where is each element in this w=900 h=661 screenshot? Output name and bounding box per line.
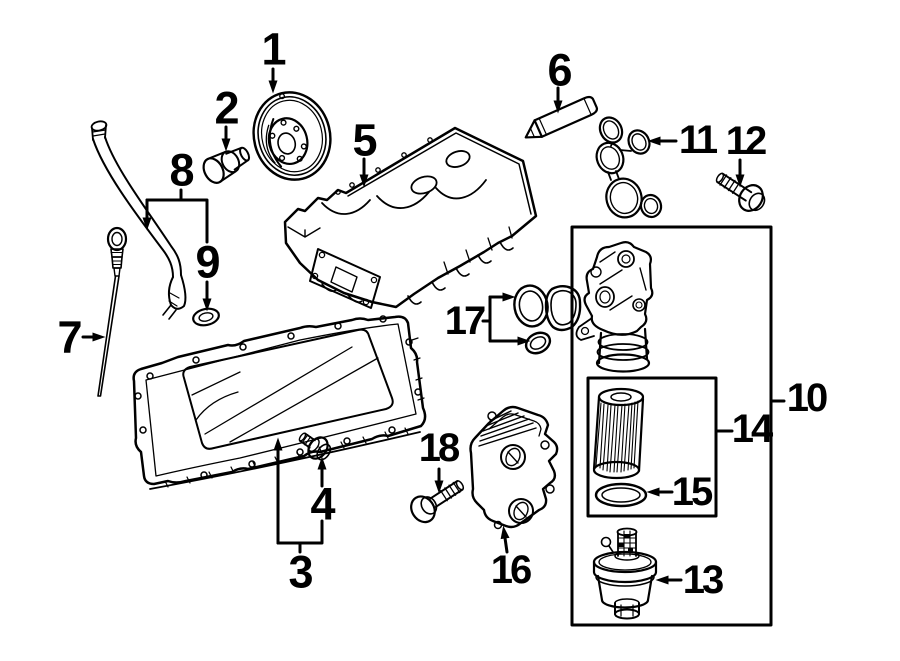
callout-17[interactable]: 17: [444, 299, 486, 343]
tube-seal-drawing: [192, 307, 220, 327]
callout-1[interactable]: 1: [261, 23, 286, 75]
filter-assembly-box: [570, 225, 773, 627]
callout-3[interactable]: 3: [288, 546, 313, 598]
oil-pan-lower-drawing: [132, 315, 427, 490]
callout-12[interactable]: 12: [725, 119, 767, 163]
drain-plug-drawing: [298, 432, 332, 461]
filter-element-drawing: [592, 387, 645, 480]
callout-4[interactable]: 4: [310, 478, 335, 530]
oil-pan-upper-drawing: [283, 126, 538, 309]
dipstick-tube-drawing: [90, 120, 187, 320]
flexplate-drawing: [252, 91, 332, 181]
callout-leaders: [81, 67, 786, 585]
callout-13[interactable]: 13: [682, 558, 724, 602]
callout-8[interactable]: 8: [169, 144, 194, 196]
crank-bolt-drawing: [202, 146, 251, 184]
oil-filter-housing-drawing: [575, 241, 654, 373]
callout-18[interactable]: 18: [418, 426, 460, 470]
callout-14[interactable]: 14: [731, 407, 773, 451]
callout-5[interactable]: 5: [352, 114, 377, 166]
oil-cooler-drawing: [469, 405, 559, 530]
cooler-bolt-drawing: [410, 480, 465, 524]
housing-bolt-drawing: [715, 172, 766, 212]
callout-7[interactable]: 7: [57, 311, 82, 363]
callout-2[interactable]: 2: [214, 82, 239, 134]
callout-11[interactable]: 11: [678, 118, 718, 162]
callout-6[interactable]: 6: [547, 44, 572, 96]
dipstick-drawing: [97, 226, 128, 397]
filter-cap-drawing: [592, 527, 658, 620]
filter-element-box: [586, 376, 718, 518]
sealant-tube-drawing: [524, 95, 599, 139]
callout-9[interactable]: 9: [195, 236, 220, 288]
cooler-gaskets-drawing: [513, 284, 582, 355]
callout-16[interactable]: 16: [490, 548, 532, 592]
callout-10[interactable]: 10: [786, 376, 828, 420]
callout-15[interactable]: 15: [671, 470, 713, 514]
filter-oring-drawing: [594, 482, 648, 508]
gasket-set-drawing: [595, 116, 663, 219]
